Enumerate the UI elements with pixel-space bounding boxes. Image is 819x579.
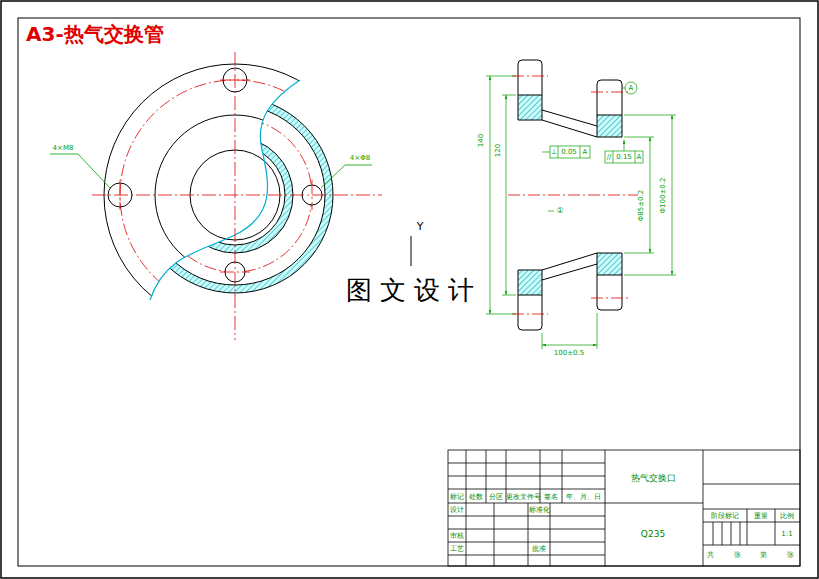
table-cell: 分区: [489, 494, 503, 501]
datum-ref: A: [583, 149, 588, 156]
side-view: [508, 60, 640, 330]
table-cell: 标准化: [529, 507, 550, 514]
axis-mark: [411, 236, 412, 266]
table-cell: 比例: [780, 513, 794, 520]
table-cell: 张: [734, 552, 741, 559]
material: Q235: [641, 530, 665, 539]
part-name: 热气交换口: [631, 474, 676, 483]
break-line: [150, 80, 300, 300]
dimension-lines: [486, 76, 676, 349]
table-cell: 共: [707, 552, 714, 559]
datum-ref: A: [637, 154, 642, 161]
center-lines: [92, 52, 382, 340]
scale-value: 1:1: [781, 531, 792, 538]
datum-letter: A: [629, 85, 634, 92]
table-cell: 审核: [450, 533, 464, 540]
dimension-text: 100±0.5: [553, 350, 585, 357]
table-cell: 标记: [450, 494, 464, 501]
drawing-frame: [18, 18, 800, 566]
table-cell: 批准: [532, 546, 546, 553]
hole-callout: 4×Φ8: [349, 155, 371, 162]
table-cell: 重量: [754, 513, 768, 520]
table-cell: 工艺: [450, 546, 464, 553]
leader-lines: [50, 154, 372, 188]
thread-callout: 4×M8: [52, 145, 75, 152]
drawing-title: A3-热气交换管: [26, 24, 164, 44]
axis-letter: Y: [416, 221, 425, 232]
table-cell: 签名: [544, 494, 558, 501]
table-cell: 设计: [450, 507, 464, 514]
watermark: 图 文 设 计: [346, 277, 475, 303]
table-cell: 张: [787, 552, 794, 559]
tolerance-symbol: //: [607, 154, 612, 161]
table-cell: 年、月、日: [566, 494, 601, 501]
table-cell: 阶段标记: [711, 513, 739, 520]
table-cell: 第: [760, 552, 767, 559]
table-cell: 更改文件号: [506, 494, 541, 501]
table-cell: 处数: [469, 494, 483, 501]
tolerance-value: 0.05: [561, 149, 577, 156]
tolerance-symbol: ⊥: [551, 149, 557, 156]
dimension-text: Φ85±0.2: [638, 188, 645, 221]
dimension-text: 140: [479, 132, 486, 147]
dimension-text: Φ100±0.2: [661, 176, 668, 214]
dimension-text: 120: [496, 142, 503, 157]
callout-number: ①: [555, 207, 564, 215]
title-block: [448, 450, 800, 566]
tolerance-value: 0.15: [616, 154, 632, 161]
tolerance-frames: [550, 146, 643, 163]
